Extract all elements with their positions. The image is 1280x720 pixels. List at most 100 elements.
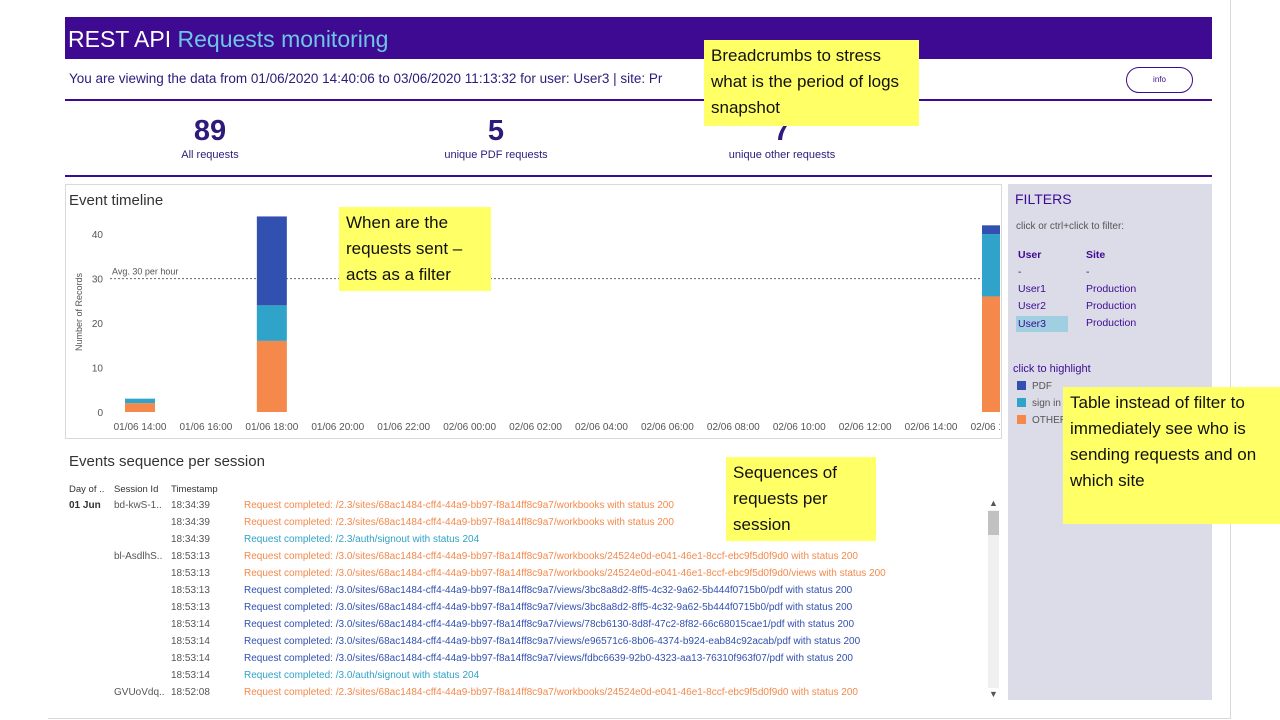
divider [65,99,1212,101]
bar-segment-other [982,296,1000,412]
scroll-thumb[interactable] [988,511,999,535]
note-table: Table instead of filter to immediately s… [1063,387,1280,524]
scroll-track[interactable] [988,510,999,688]
event-timestamp: 18:53:14 [171,636,210,647]
y-tick-label: 20 [92,319,104,330]
x-tick-label: 02/06 00:00 [443,422,496,433]
filter-row[interactable]: - - [1016,265,1186,281]
bar-segment-pdf [256,216,287,306]
dashboard-title: REST API Requests monitoring [68,26,388,53]
event-timestamp: 18:53:13 [171,568,210,579]
event-timestamp: 18:34:39 [171,500,210,511]
x-tick-label: 02/06 14:00 [905,422,958,433]
event-timestamp: 18:53:13 [171,585,210,596]
y-tick-label: 0 [97,408,103,419]
filter-header-row: User Site [1016,248,1186,264]
x-tick-label: 01/06 16:00 [180,422,233,433]
legend-label: OTHER [1032,415,1067,426]
x-tick-label: 02/06 06:00 [641,422,694,433]
divider [65,175,1212,177]
events-scrollbar[interactable]: ▲ ▼ [987,497,1000,702]
event-message: Request completed: /3.0/sites/68ac1484-c… [244,602,853,613]
event-message: Request completed: /2.3/sites/68ac1484-c… [244,500,674,511]
filter-col-user: User [1018,249,1042,261]
event-message: Request completed: /3.0/sites/68ac1484-c… [244,585,853,596]
x-tick-label: 02/06 16:00 [971,422,1000,433]
col-header-timestamp[interactable]: Timestamp [171,484,218,495]
note-timeline: When are the requests sent – acts as a f… [339,207,491,291]
kpi-value: 89 [193,115,227,147]
x-tick-label: 01/06 20:00 [311,422,364,433]
x-tick-label: 02/06 08:00 [707,422,760,433]
scroll-up-arrow-icon[interactable]: ▲ [989,498,998,508]
bar-segment-pdf [982,225,1000,235]
event-message: Request completed: /2.3/auth/signout wit… [244,534,480,545]
filter-site[interactable]: Production [1086,283,1137,295]
filter-site[interactable]: Production [1086,300,1137,312]
event-session-id: GVUoVdq.. [114,687,165,698]
filter-row-selected[interactable]: User3 Production [1016,316,1186,332]
event-session-id: bl-AsdlhS.. [114,551,163,562]
filter-site[interactable]: - [1086,266,1090,278]
filter-user[interactable]: User2 [1018,300,1047,312]
event-timestamp: 18:34:39 [171,534,210,545]
y-tick-label: 40 [92,230,104,241]
table-row[interactable]: 18:53:13 Request completed: /3.0/sites/68… [65,568,985,585]
kpi-all-requests: 89 All requests [110,113,310,161]
col-header-session[interactable]: Session Id [114,484,159,495]
filter-row[interactable]: User1 Production [1016,282,1186,298]
scroll-down-arrow-icon[interactable]: ▼ [989,689,998,699]
filter-user[interactable]: User3 [1016,316,1069,332]
event-message: Request completed: /3.0/sites/68ac1484-c… [244,568,886,579]
dashboard-header: REST API Requests monitoring [65,17,1212,59]
event-timestamp: 18:53:13 [171,602,210,613]
table-row[interactable]: 18:53:13 Request completed: /3.0/sites/68… [65,602,985,619]
event-timestamp: 18:53:14 [171,670,210,681]
legend-item-other[interactable]: OTHER [1017,415,1067,426]
col-header-day[interactable]: Day of .. [69,484,105,495]
filters-title: FILTERS [1015,191,1072,207]
bar-segment-sign-in [256,305,287,341]
legend-item-sign-in[interactable]: sign in [1017,398,1061,409]
bar-segment-sign-in [982,234,1000,297]
title-part-1: REST API [68,26,172,52]
kpi-value: 5 [487,115,505,147]
filter-user[interactable]: User1 [1018,283,1047,295]
filter-site[interactable]: Production [1086,317,1137,329]
filter-col-site: Site [1086,249,1106,261]
event-timestamp: 18:53:14 [171,653,210,664]
x-tick-label: 02/06 04:00 [575,422,628,433]
kpi-label: All requests [181,149,239,161]
kpi-unique-pdf: 5 unique PDF requests [396,113,596,161]
event-message: Request completed: /2.3/sites/68ac1484-c… [244,517,674,528]
table-row[interactable]: 18:34:39 Request completed: /2.3/auth/sig… [65,534,985,551]
average-label: Avg. 30 per hour [112,267,178,277]
event-message: Request completed: /3.0/sites/68ac1484-c… [244,619,855,630]
timeline-panel [65,184,1002,439]
breadcrumb: You are viewing the data from 01/06/2020… [69,71,663,86]
legend-label: PDF [1032,381,1052,392]
table-row[interactable]: 18:53:13 Request completed: /3.0/sites/68… [65,585,985,602]
info-button[interactable]: info [1126,67,1193,93]
filter-row[interactable]: User2 Production [1016,299,1186,315]
x-tick-label: 02/06 02:00 [509,422,562,433]
kpi-label: unique PDF requests [444,149,548,161]
timeline-title: Event timeline [69,192,164,209]
y-tick-label: 10 [92,364,104,375]
legend-item-pdf[interactable]: PDF [1017,381,1052,392]
filters-subtitle: click or ctrl+click to filter: [1016,221,1125,232]
title-part-2: Requests monitoring [177,26,389,52]
bar-segment-other [125,403,155,412]
filter-user[interactable]: - [1018,266,1022,278]
dashboard-frame [48,0,1231,719]
